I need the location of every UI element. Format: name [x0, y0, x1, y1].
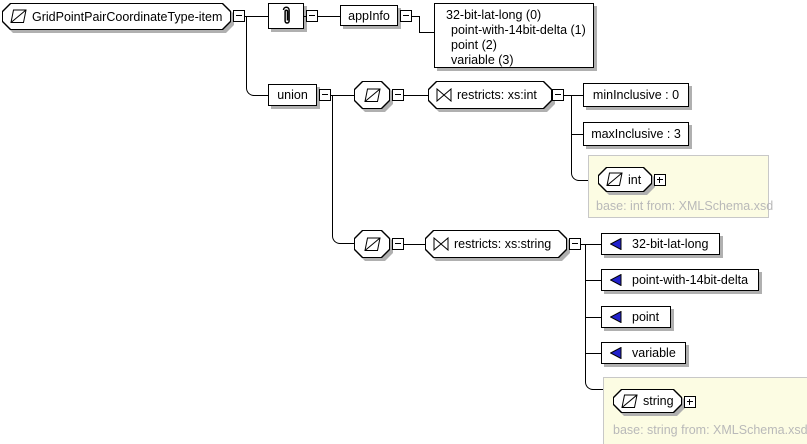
- simple-type-icon: [10, 9, 27, 24]
- annotation-node[interactable]: [268, 3, 304, 29]
- base-type-node-string[interactable]: string: [613, 389, 682, 413]
- connector-line: [404, 95, 428, 96]
- connector-line: [581, 244, 601, 245]
- base-type-node-int[interactable]: int: [598, 167, 652, 192]
- restriction-node-int[interactable]: restricts: xs:int: [428, 81, 552, 109]
- connector-line: [245, 16, 268, 17]
- restriction-icon: [433, 237, 449, 251]
- enumeration-icon: [610, 347, 622, 359]
- appinfo-doc-box[interactable]: 32-bit-lat-long (0) point-with-14bit-del…: [434, 3, 594, 68]
- collapse-toggle[interactable]: [392, 89, 404, 101]
- connector-line: [564, 95, 583, 96]
- base-type-string-label: string: [643, 394, 674, 408]
- enumeration-icon: [610, 274, 622, 286]
- connector-line: [404, 244, 425, 245]
- node-shape-layer: [426, 231, 566, 257]
- enum-value-node[interactable]: 32-bit-lat-long: [601, 233, 720, 255]
- connector-line: [419, 16, 420, 33]
- collapse-toggle[interactable]: [552, 89, 564, 101]
- node-shape-layer: [3, 4, 230, 29]
- collapse-toggle[interactable]: [392, 238, 404, 250]
- base-note-text: base: string from: XMLSchema.xsd: [613, 423, 807, 437]
- connector-line: [585, 353, 601, 354]
- enum-value-node[interactable]: variable: [601, 342, 686, 364]
- facet-mininclusive-node[interactable]: minInclusive : 0: [583, 83, 689, 107]
- collapse-toggle[interactable]: [306, 10, 318, 22]
- appinfo-label: appInfo: [348, 8, 390, 23]
- enum-value-label: point: [632, 310, 660, 324]
- root-type-label: GridPointPairCoordinateType-item: [32, 9, 223, 24]
- collapse-toggle[interactable]: [233, 10, 245, 22]
- doc-line: point (2): [451, 38, 497, 52]
- enum-value-node[interactable]: point-with-14bit-delta: [601, 269, 759, 291]
- connector-line: [419, 32, 434, 33]
- connector-line: [571, 134, 583, 135]
- connector-line: [246, 16, 247, 88]
- simple-type-derivation-node[interactable]: [354, 81, 390, 109]
- doc-line: variable (3): [451, 53, 514, 67]
- simple-type-icon: [621, 394, 638, 409]
- collapse-toggle[interactable]: [319, 89, 331, 101]
- connector-line: [318, 16, 340, 17]
- base-type-int-label: int: [628, 172, 642, 187]
- restriction-int-label: restricts: xs:int: [457, 88, 537, 102]
- expand-toggle[interactable]: [654, 174, 666, 186]
- union-node[interactable]: union: [268, 84, 317, 106]
- restriction-string-label: restricts: xs:string: [454, 237, 552, 251]
- union-label: union: [277, 88, 308, 102]
- collapse-toggle[interactable]: [400, 10, 412, 22]
- connector-line: [331, 95, 354, 96]
- collapse-toggle[interactable]: [569, 238, 581, 250]
- doc-line: point-with-14bit-delta (1): [451, 23, 586, 37]
- appinfo-node[interactable]: appInfo: [340, 5, 398, 26]
- enum-value-label: point-with-14bit-delta: [632, 273, 749, 287]
- simple-type-icon: [606, 172, 623, 187]
- simple-type-icon: [363, 88, 381, 103]
- connector-line: [253, 95, 268, 96]
- connector-line: [578, 180, 588, 181]
- simple-type-derivation-node[interactable]: [354, 230, 390, 258]
- connector-line: [592, 389, 603, 390]
- expand-toggle[interactable]: [684, 396, 696, 408]
- facet-mininclusive-label: minInclusive : 0: [592, 88, 680, 102]
- enumeration-icon: [610, 311, 622, 323]
- root-type-node[interactable]: GridPointPairCoordinateType-item: [2, 3, 231, 30]
- facet-maxinclusive-node[interactable]: maxInclusive : 3: [583, 122, 689, 146]
- connector-line: [585, 244, 586, 382]
- connector-line: [339, 243, 354, 244]
- enumeration-icon: [610, 238, 622, 250]
- restriction-icon: [436, 88, 452, 102]
- connector-line: [585, 280, 601, 281]
- enum-value-node[interactable]: point: [601, 306, 671, 328]
- facet-maxinclusive-label: maxInclusive : 3: [591, 127, 681, 141]
- connector-line: [332, 95, 333, 236]
- paperclip-icon: [279, 5, 293, 27]
- simple-type-icon: [363, 237, 381, 252]
- connector-line: [412, 16, 420, 17]
- connector-line: [304, 16, 307, 17]
- enum-value-label: 32-bit-lat-long: [632, 237, 709, 251]
- restriction-node-string[interactable]: restricts: xs:string: [425, 230, 567, 258]
- enum-value-label: variable: [632, 346, 676, 360]
- doc-line: 32-bit-lat-long (0): [446, 8, 542, 22]
- base-note-text: base: int from: XMLSchema.xsd: [596, 199, 774, 213]
- connector-line: [585, 317, 601, 318]
